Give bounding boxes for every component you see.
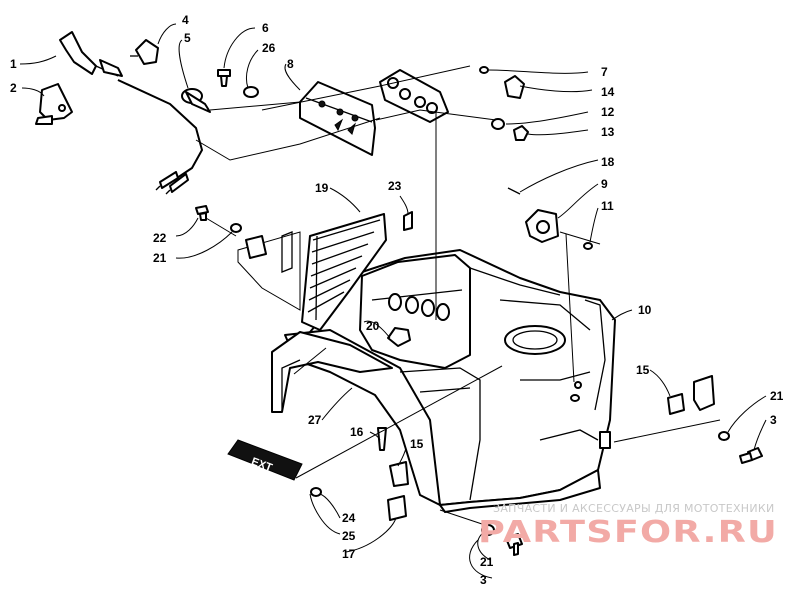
callout-18: 18 xyxy=(601,155,615,169)
callout-5: 5 xyxy=(184,31,191,45)
callout-26: 26 xyxy=(262,41,276,55)
callout-19: 19 xyxy=(315,181,329,195)
clip-15-right xyxy=(667,375,715,415)
washer-12 xyxy=(491,118,505,130)
callout-24: 24 xyxy=(342,511,356,525)
plate-9 xyxy=(525,209,559,243)
callout-20: 20 xyxy=(366,319,380,333)
watermark-caption: ЗАПЧАСТИ И АКСЕССУАРЫ ДЛЯ МОТОТЕХНИКИ xyxy=(493,502,775,515)
callout-10: 10 xyxy=(638,303,652,317)
callout-1: 1 xyxy=(10,57,17,71)
screw-6 xyxy=(217,69,231,87)
hood-console xyxy=(271,249,616,513)
clip-15-bottom xyxy=(389,461,409,487)
clip-23 xyxy=(403,211,413,231)
washer-25 xyxy=(310,487,322,497)
callout-25: 25 xyxy=(342,529,356,543)
callout-9: 9 xyxy=(601,177,608,191)
callout-8: 8 xyxy=(287,57,294,71)
callout-15-right: 15 xyxy=(636,363,650,377)
bolt-3-bottom xyxy=(505,533,523,556)
throttle-assembly xyxy=(35,31,211,195)
callout-22: 22 xyxy=(153,231,167,245)
callout-6: 6 xyxy=(262,21,269,35)
callout-4: 4 xyxy=(182,13,189,27)
grommet-26 xyxy=(243,86,259,98)
callout-3-right: 3 xyxy=(770,413,777,427)
callout-21-bottom: 21 xyxy=(480,555,494,569)
bolt-3-right xyxy=(739,447,763,464)
callout-21-left: 21 xyxy=(153,251,167,265)
cap-7 xyxy=(479,66,489,74)
callout-2: 2 xyxy=(10,81,17,95)
callout-27: 27 xyxy=(308,413,322,427)
switch-plate xyxy=(299,81,376,156)
pin-16 xyxy=(377,427,387,451)
bracket-17 xyxy=(387,495,407,521)
callout-16: 16 xyxy=(350,425,364,439)
mount-bracket xyxy=(379,69,449,123)
callout-3-bottom: 3 xyxy=(480,573,487,587)
callout-17: 17 xyxy=(342,547,356,561)
nut-13 xyxy=(513,125,529,141)
callout-13: 13 xyxy=(601,125,615,139)
washer-21-left xyxy=(230,223,242,233)
callout-11: 11 xyxy=(601,199,614,213)
washer-21-bottom xyxy=(481,524,495,536)
callout-7: 7 xyxy=(601,65,608,79)
callout-15-bottom: 15 xyxy=(410,437,424,451)
screw-22 xyxy=(195,205,209,221)
callout-12: 12 xyxy=(601,105,615,119)
watermark-logo: PARTSFOR.RU xyxy=(478,515,778,550)
callout-21-right: 21 xyxy=(770,389,784,403)
switch-14 xyxy=(504,75,525,99)
washer-11 xyxy=(583,242,593,250)
washer-21-right xyxy=(718,431,730,441)
badge-emblem: EXT xyxy=(227,439,303,481)
pin-18 xyxy=(507,187,521,195)
callout-23: 23 xyxy=(388,179,402,193)
callout-14: 14 xyxy=(601,85,615,99)
vent-grille xyxy=(301,213,387,331)
